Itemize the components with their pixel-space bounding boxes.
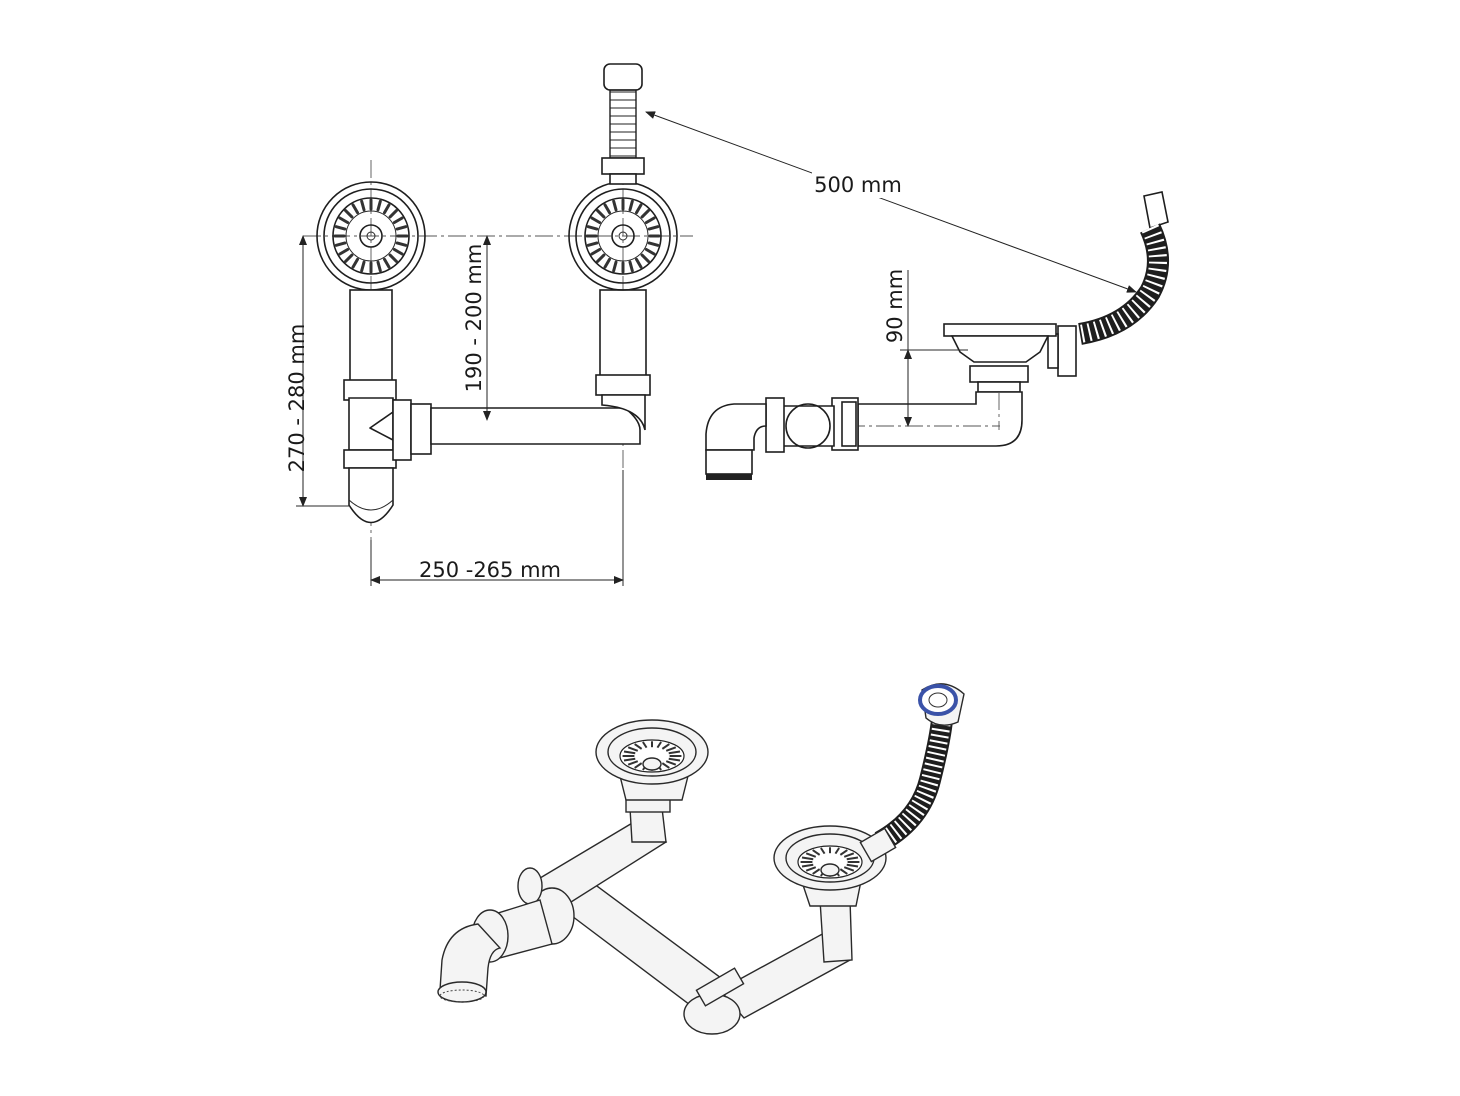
left-strainer <box>316 181 426 291</box>
left-strainer-iso <box>595 719 709 801</box>
dim-hose-length: 500 mm <box>814 173 902 197</box>
dim-width-between-drains: 250 -265 mm <box>419 558 561 582</box>
dim-height-overall: 270 - 280 mm <box>285 324 309 473</box>
overflow-hose-top-view <box>601 63 645 185</box>
dim-overflow-height: 90 mm <box>883 269 907 343</box>
overflow-hose-iso <box>859 683 965 863</box>
top-view: 270 - 280 mm 190 - 200 mm 250 -265 mm <box>285 63 693 586</box>
dim-height-branch: 190 - 200 mm <box>462 244 486 393</box>
side-view: 500 mm 90 mm <box>645 111 1169 480</box>
right-strainer-iso <box>773 825 887 907</box>
isometric-view <box>437 683 965 1035</box>
